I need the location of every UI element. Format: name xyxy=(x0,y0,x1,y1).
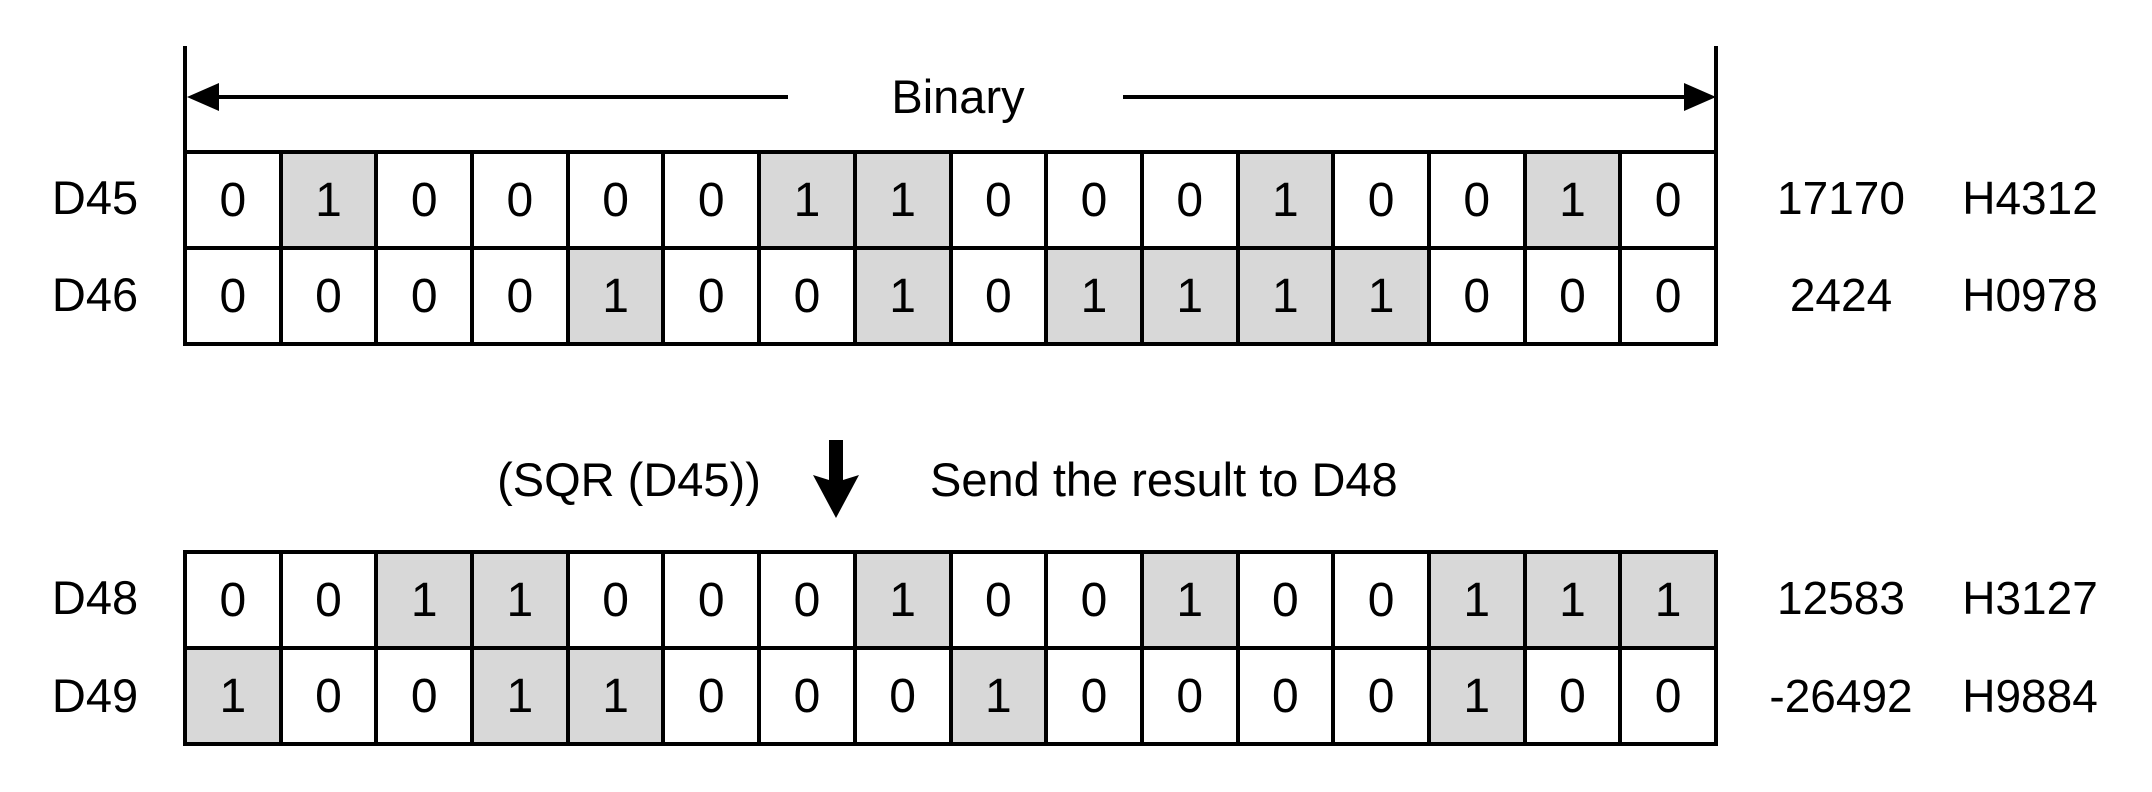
bit-cell: 1 xyxy=(1235,154,1332,246)
bit-cell: 0 xyxy=(565,154,662,246)
bit-cell: 1 xyxy=(852,154,949,246)
bit-cell: 0 xyxy=(852,650,949,742)
bit-cell: 0 xyxy=(661,650,758,742)
bit-cell: 1 xyxy=(948,650,1045,742)
bit-cell: 0 xyxy=(1522,650,1619,742)
right-arrowhead-icon xyxy=(1684,83,1716,111)
bit-cell: 0 xyxy=(1618,154,1714,246)
hex-value-d45: H4312 xyxy=(1962,172,2098,224)
operation-description: Send the result to D48 xyxy=(930,453,1398,506)
bit-cell: 1 xyxy=(1044,250,1140,342)
bit-cell: 1 xyxy=(852,554,949,646)
right-boundary-tick xyxy=(1714,46,1718,150)
bit-cell: 1 xyxy=(1522,154,1619,246)
decimal-value-d46: 2424 xyxy=(1789,269,1893,321)
bit-cell: 0 xyxy=(187,250,279,342)
bit-cell: 1 xyxy=(1139,250,1236,342)
register-label-d46: D46 xyxy=(51,268,139,321)
bit-cell: 1 xyxy=(187,650,279,742)
bit-cell: 1 xyxy=(1426,554,1523,646)
bit-cell: 1 xyxy=(470,554,566,646)
bit-cell: 0 xyxy=(1044,650,1140,742)
down-arrow-icon xyxy=(813,440,859,518)
operation-formula: (SQR (D45)) xyxy=(497,453,761,506)
bit-cell: 1 xyxy=(1426,650,1523,742)
bit-cell: 1 xyxy=(757,154,853,246)
bit-cell: 0 xyxy=(661,154,758,246)
bit-cell: 1 xyxy=(1618,554,1714,646)
bit-cell: 1 xyxy=(278,154,375,246)
bit-cell: 1 xyxy=(374,554,471,646)
bit-cell: 0 xyxy=(374,250,471,342)
bit-cell: 0 xyxy=(565,554,662,646)
decimal-value-d45: 17170 xyxy=(1777,172,1905,224)
bit-cell: 0 xyxy=(948,154,1045,246)
hex-value-d48: H3127 xyxy=(1962,572,2098,624)
bit-cell: 0 xyxy=(1044,554,1140,646)
bit-cell: 0 xyxy=(470,250,566,342)
bit-cell: 0 xyxy=(278,554,375,646)
bit-cell: 0 xyxy=(757,650,853,742)
hex-value-d49: H9884 xyxy=(1962,670,2098,722)
bit-cell: 1 xyxy=(470,650,566,742)
bit-cell: 1 xyxy=(565,650,662,742)
bit-cell: 0 xyxy=(1522,250,1619,342)
bit-cell: 0 xyxy=(187,154,279,246)
bit-cell: 1 xyxy=(565,250,662,342)
bit-cell: 0 xyxy=(1426,154,1523,246)
bit-cell: 0 xyxy=(278,650,375,742)
bit-cell: 0 xyxy=(1426,250,1523,342)
bit-cell: 0 xyxy=(1331,650,1427,742)
bit-cell: 1 xyxy=(1522,554,1619,646)
bit-cell: 0 xyxy=(1235,554,1332,646)
bit-cell: 1 xyxy=(852,250,949,342)
bit-cell: 0 xyxy=(661,554,758,646)
bit-cell: 1 xyxy=(1235,250,1332,342)
bit-cell: 0 xyxy=(1139,650,1236,742)
bit-cell: 0 xyxy=(374,154,471,246)
bit-cell: 0 xyxy=(1331,154,1427,246)
bit-cell: 0 xyxy=(948,250,1045,342)
binary-span-arrow-right-line xyxy=(1123,95,1686,99)
bit-cell: 0 xyxy=(1618,650,1714,742)
register-label-d49: D49 xyxy=(51,669,139,722)
bit-cell: 0 xyxy=(661,250,758,342)
register-label-d45: D45 xyxy=(51,171,139,224)
hex-value-d46: H0978 xyxy=(1962,269,2098,321)
register-label-d48: D48 xyxy=(51,571,139,624)
bit-cell: 1 xyxy=(1139,554,1236,646)
left-arrowhead-icon xyxy=(187,83,219,111)
binary-span-arrow-left-line xyxy=(216,95,788,99)
bit-cell: 0 xyxy=(757,554,853,646)
bit-cell: 1 xyxy=(1331,250,1427,342)
bit-cell: 0 xyxy=(1044,154,1140,246)
bit-cell: 0 xyxy=(757,250,853,342)
bit-cell: 0 xyxy=(1618,250,1714,342)
decimal-value-d49: -26492 xyxy=(1769,670,1913,722)
bit-cell: 0 xyxy=(374,650,471,742)
bit-cell: 0 xyxy=(1235,650,1332,742)
bit-cell: 0 xyxy=(948,554,1045,646)
bit-cell: 0 xyxy=(470,154,566,246)
left-boundary-tick xyxy=(183,46,187,150)
decimal-value-d48: 12583 xyxy=(1777,572,1905,624)
bit-cell: 0 xyxy=(187,554,279,646)
binary-span-label: Binary xyxy=(891,70,1025,123)
bit-cell: 0 xyxy=(1139,154,1236,246)
bit-cell: 0 xyxy=(1331,554,1427,646)
bit-cell: 0 xyxy=(278,250,375,342)
